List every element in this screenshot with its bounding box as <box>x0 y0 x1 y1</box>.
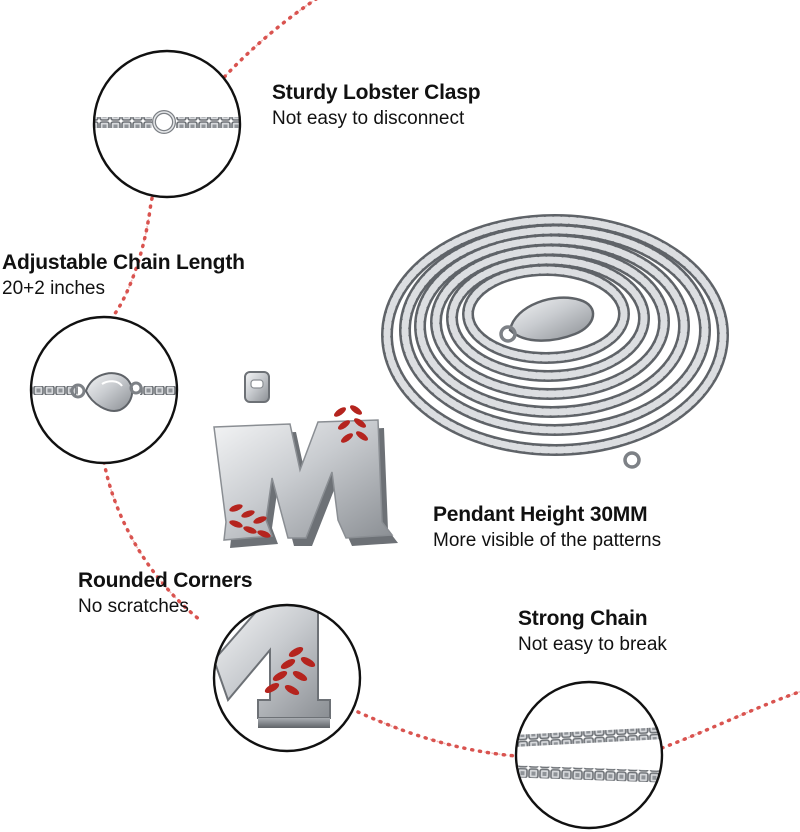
enamel-stitches <box>264 646 316 696</box>
feature-length-title: Adjustable Chain Length <box>2 251 245 274</box>
detail-circle-strong-chain <box>514 680 664 830</box>
pendant-m <box>213 371 398 548</box>
feature-clasp: Sturdy Lobster Clasp Not easy to disconn… <box>272 80 481 132</box>
feature-length: Adjustable Chain Length 20+2 inches <box>2 250 245 302</box>
stitch-curve-left <box>102 460 202 622</box>
feature-corners: Rounded Corners No scratches <box>78 568 253 620</box>
stitch-curve-bottom <box>356 710 518 758</box>
feature-pendant-subtitle: More visible of the patterns <box>433 530 662 551</box>
feature-clasp-title: Sturdy Lobster Clasp <box>272 81 481 104</box>
feature-pendant: Pendant Height 30MM More visible of the … <box>433 502 661 554</box>
feature-corners-subtitle: No scratches <box>78 596 189 617</box>
detail-circle-clasp <box>92 49 242 199</box>
stitch-curve-right <box>660 689 800 750</box>
pendant-stitches <box>229 405 368 538</box>
feature-strong-chain: Strong Chain Not easy to break <box>518 606 667 658</box>
feature-strong-chain-title: Strong Chain <box>518 607 648 630</box>
feature-pendant-title: Pendant Height 30MM <box>433 503 648 526</box>
feature-strong-chain-subtitle: Not easy to break <box>518 634 667 655</box>
detail-circle-length <box>29 315 179 465</box>
feature-clasp-subtitle: Not easy to disconnect <box>272 108 465 129</box>
feature-corners-title: Rounded Corners <box>78 569 253 592</box>
coiled-chain <box>381 214 729 469</box>
feature-length-subtitle: 20+2 inches <box>2 278 105 299</box>
detail-circle-corners <box>212 603 362 753</box>
